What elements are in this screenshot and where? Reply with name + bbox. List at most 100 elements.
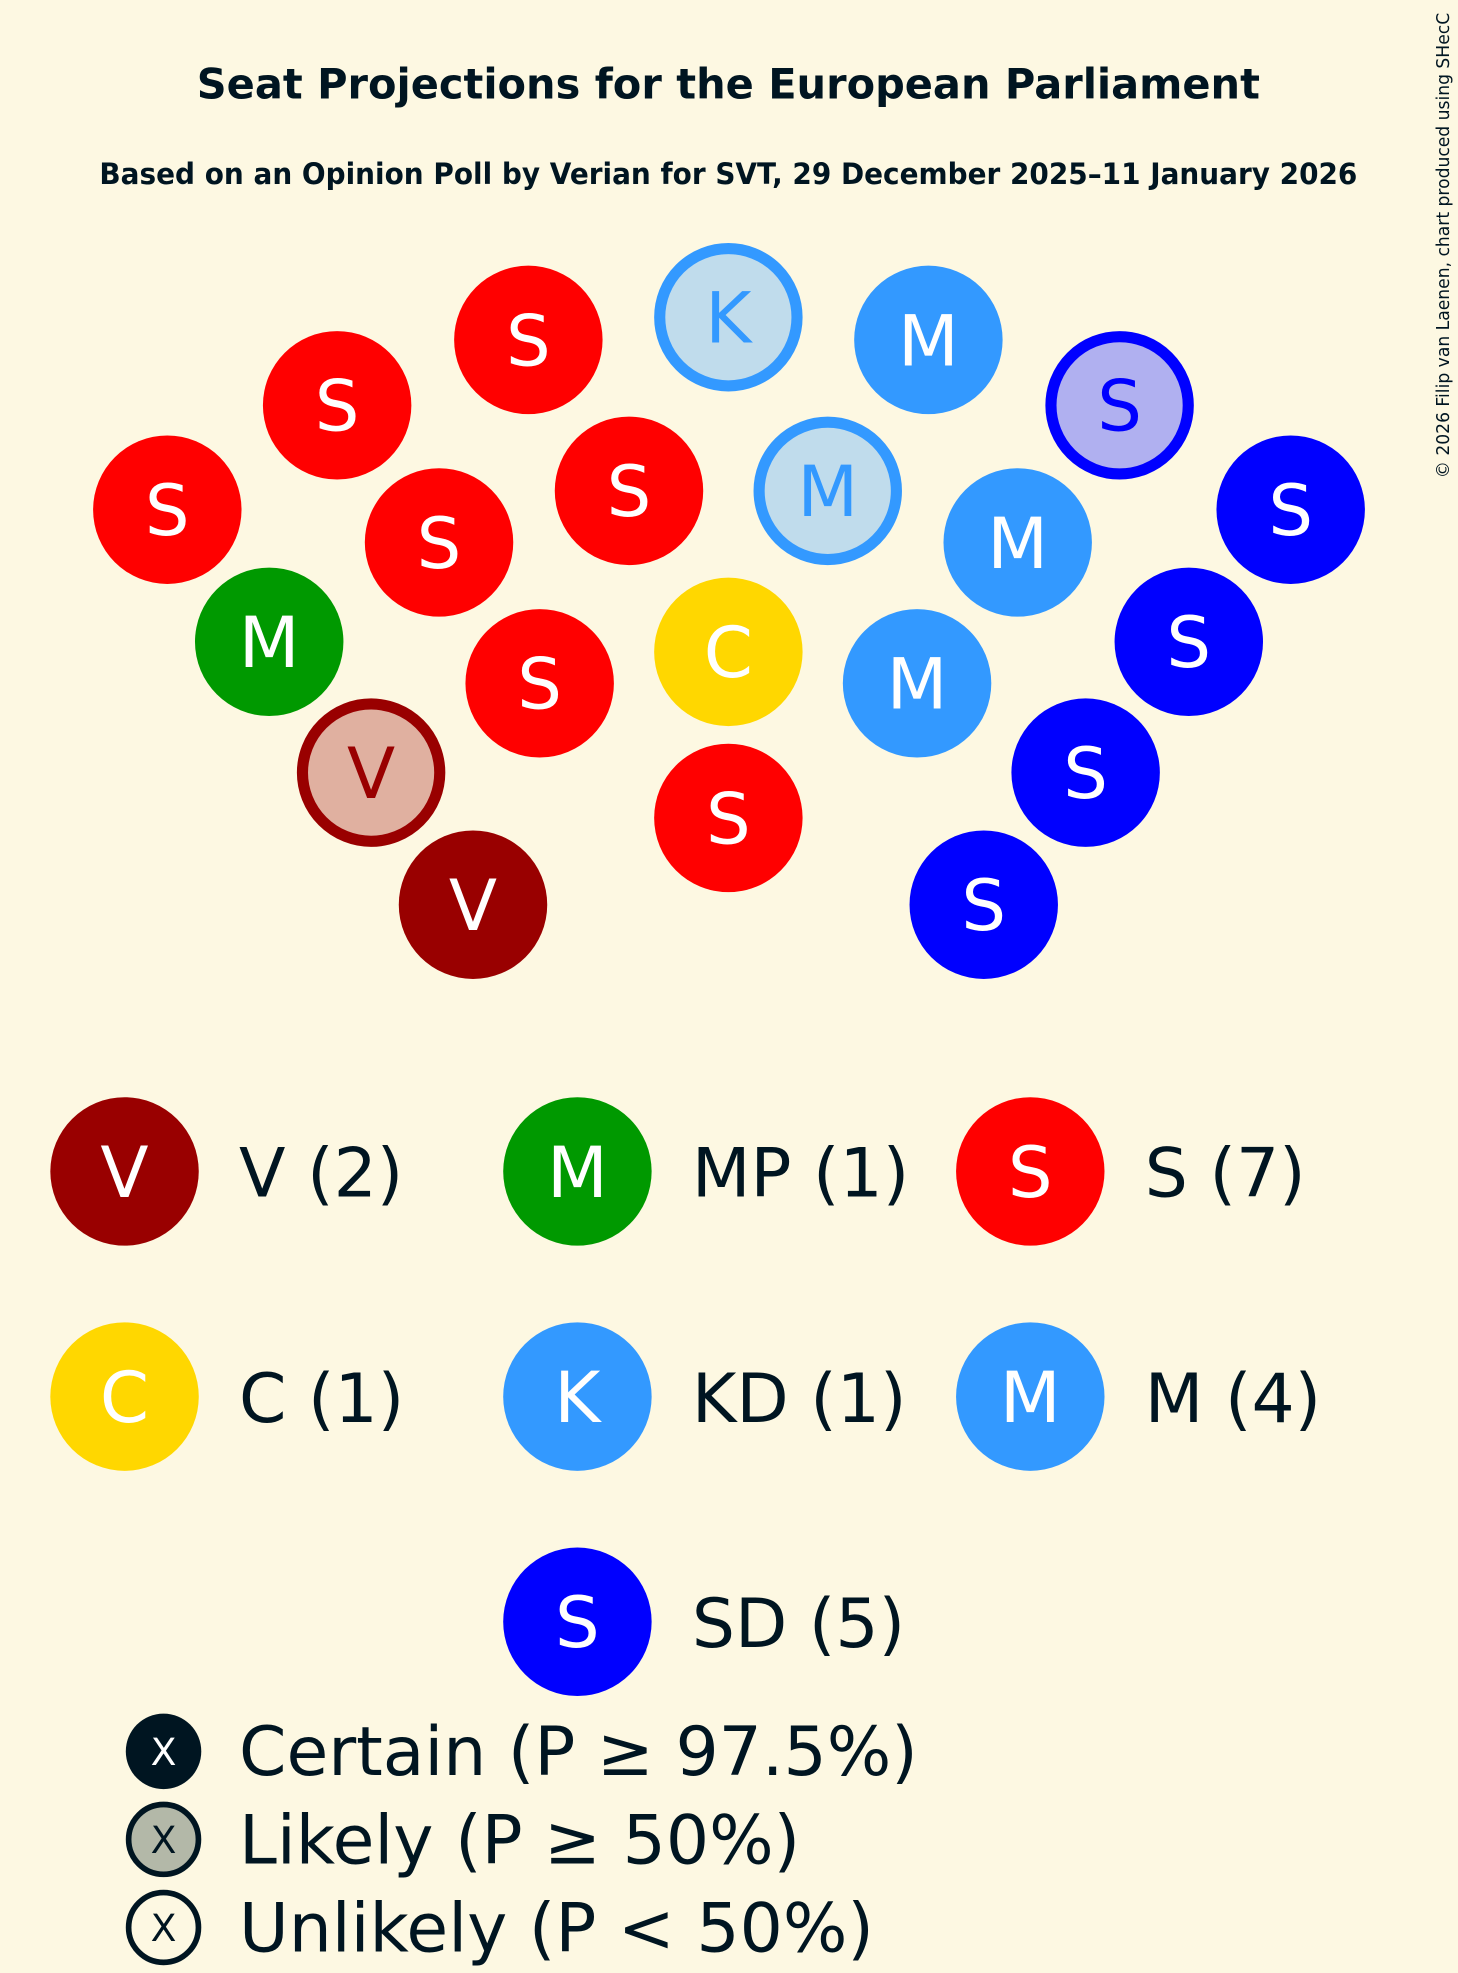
- seat-s: S: [364, 468, 514, 617]
- seat-m-circle: [854, 265, 1003, 415]
- seat-s-circle: [554, 416, 704, 566]
- legend-swatch-mp: M: [503, 1097, 652, 1246]
- legend-swatch-v: V: [50, 1097, 199, 1246]
- legend-swatch-m-circle: [956, 1322, 1105, 1471]
- seat-s: S: [262, 331, 412, 480]
- seat-s-letter: S: [517, 644, 562, 726]
- seat-s: S: [654, 743, 803, 893]
- seat-s-letter: S: [506, 300, 551, 382]
- status-certain-swatch: X: [125, 1713, 202, 1790]
- seat-sd: S: [909, 830, 1058, 979]
- status-certain-swatch-circle: [125, 1713, 202, 1790]
- seat-s-circle: [364, 468, 514, 617]
- seat-m-letter: M: [887, 644, 948, 726]
- legend-swatch-mp-letter: M: [547, 1132, 608, 1214]
- copyright-note: © 2026 Filip van Laenen, chart produced …: [1434, 13, 1454, 478]
- seat-v-likely-letter: V: [347, 733, 395, 815]
- legend-swatch-mp-circle: [503, 1097, 652, 1246]
- seat-v: V: [398, 830, 548, 979]
- seat-v-letter: V: [449, 865, 497, 947]
- seat-m-likely: M: [753, 416, 902, 566]
- seat-s-circle: [454, 265, 603, 415]
- chart-subtitle: Based on an Opinion Poll by Verian for S…: [99, 157, 1357, 191]
- seat-s-letter: S: [607, 451, 652, 533]
- legend-swatch-sd-letter: S: [555, 1582, 600, 1664]
- legend-label-s: S (7): [1145, 1135, 1306, 1214]
- seat-m: M: [842, 609, 992, 758]
- seat-sd-likely: S: [1045, 331, 1194, 480]
- seat-sd-likely-circle: [1045, 331, 1194, 480]
- status-likely-swatch: X: [125, 1801, 202, 1878]
- legend-swatch-s: S: [956, 1097, 1105, 1246]
- status-unlikely-swatch-circle: [125, 1889, 202, 1966]
- legend-swatch-kd: K: [503, 1322, 652, 1471]
- legend-label-mp: MP (1): [692, 1135, 909, 1214]
- seat-m: M: [943, 468, 1092, 617]
- seat-sd-letter: S: [1166, 602, 1211, 684]
- legend-swatch-m-letter: M: [1000, 1357, 1061, 1439]
- seat-sd-circle: [1011, 698, 1160, 847]
- status-label-certain: Certain (P ≥ 97.5%): [239, 1713, 918, 1792]
- seat-s: S: [465, 609, 614, 758]
- legend-swatch-m: M: [956, 1322, 1105, 1471]
- seat-s-letter: S: [706, 778, 751, 860]
- seat-v-circle: [398, 830, 548, 979]
- seat-mp-letter: M: [239, 602, 300, 684]
- seat-v-likely: V: [296, 698, 446, 847]
- seat-c-circle: [654, 577, 803, 727]
- seat-s: S: [454, 265, 603, 415]
- seat-s: S: [554, 416, 704, 566]
- seat-sd-circle: [1114, 567, 1264, 717]
- status-likely-swatch-letter: X: [151, 1818, 177, 1862]
- seat-mp-circle: [194, 567, 344, 717]
- status-likely-swatch-circle: [125, 1801, 202, 1878]
- seat-sd: S: [1216, 435, 1365, 584]
- legend-swatch-c-letter: C: [100, 1357, 149, 1439]
- seat-mp: M: [194, 567, 344, 717]
- seat-c-letter: C: [704, 612, 753, 694]
- seat-s: S: [93, 435, 242, 584]
- legend-swatch-s-circle: [956, 1097, 1105, 1246]
- seat-s-circle: [93, 435, 242, 584]
- status-unlikely-swatch: X: [125, 1889, 202, 1966]
- legend-swatch-s-letter: S: [1008, 1132, 1053, 1214]
- legend-swatch-c-circle: [50, 1322, 199, 1471]
- seat-m-likely-letter: M: [797, 451, 858, 533]
- seat-s-circle: [465, 609, 614, 758]
- seat-m-letter: M: [898, 300, 959, 382]
- legend-swatch-c: C: [50, 1322, 199, 1471]
- seat-sd: S: [1011, 698, 1160, 847]
- seat-s-circle: [262, 331, 412, 480]
- legend-label-c: C (1): [239, 1360, 404, 1439]
- status-unlikely-swatch-letter: X: [151, 1906, 177, 1950]
- legend-swatch-v-circle: [50, 1097, 199, 1246]
- legend-label-m: M (4): [1145, 1360, 1321, 1439]
- seat-v-likely-circle: [296, 698, 446, 847]
- legend-swatch-v-letter: V: [100, 1132, 148, 1214]
- legend-swatch-sd: S: [503, 1547, 652, 1697]
- legend-label-sd: SD (5): [692, 1585, 905, 1664]
- seat-sd-letter: S: [1268, 470, 1313, 552]
- seat-m-letter: M: [987, 503, 1048, 585]
- seat-s-letter: S: [315, 366, 360, 448]
- seat-s-letter: S: [145, 470, 190, 552]
- seat-kd-likely-circle: [654, 243, 803, 392]
- seat-sd-circle: [909, 830, 1058, 979]
- seat-sd: S: [1114, 567, 1264, 717]
- legend-label-v: V (2): [239, 1135, 403, 1214]
- seat-kd-likely-letter: K: [705, 278, 753, 360]
- seat-s-circle: [654, 743, 803, 893]
- legend-swatch-sd-circle: [503, 1547, 652, 1697]
- seat-sd-likely-letter: S: [1097, 366, 1142, 448]
- seat-m-likely-circle: [753, 416, 902, 566]
- status-label-unlikely: Unlikely (P < 50%): [239, 1889, 874, 1968]
- seat-m-circle: [943, 468, 1092, 617]
- seat-sd-letter: S: [961, 865, 1006, 947]
- seat-m: M: [854, 265, 1003, 415]
- legend-swatch-kd-letter: K: [554, 1357, 602, 1439]
- seat-c: C: [654, 577, 803, 727]
